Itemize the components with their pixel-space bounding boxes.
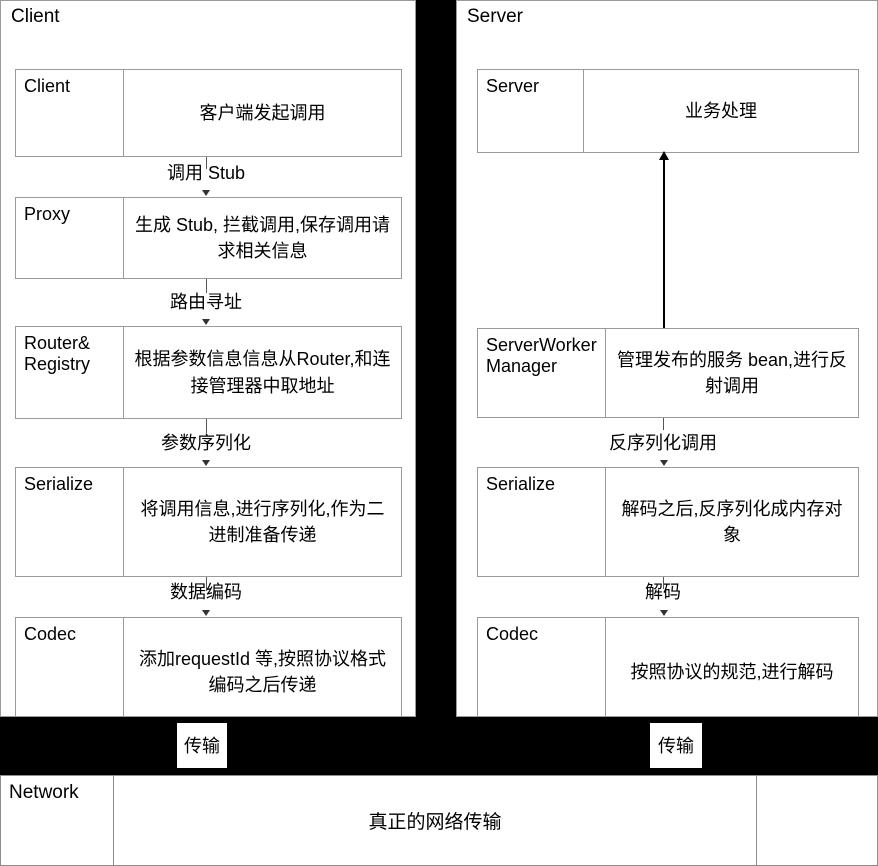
- stage-description: 添加requestId 等,按照协议格式编码之后传递: [138, 648, 387, 695]
- stage-description: 根据参数信息信息从Router,和连接管理器中取地址: [134, 349, 391, 396]
- server-transport-badge: 传输: [650, 723, 702, 768]
- stage-label: Router& Registry: [16, 327, 124, 418]
- network-row: Network 真正的网络传输: [0, 775, 878, 866]
- stage-label: Proxy: [16, 198, 124, 278]
- stage-description: 客户端发起调用: [199, 102, 326, 123]
- server-panel-title: Server: [467, 6, 523, 27]
- connector-line: [206, 577, 207, 591]
- client-stage-proxy: Proxy 生成 Stub, 拦截调用,保存调用请求相关信息: [15, 197, 402, 279]
- client-stage-codec: Codec 添加requestId 等,按照协议格式编码之后传递: [15, 617, 402, 716]
- connector-line: [663, 418, 664, 430]
- stage-label: Client: [16, 70, 124, 156]
- stage-label-line1: Router& Registry: [24, 333, 91, 374]
- stage-description: 按照协议的规范,进行解码: [630, 661, 834, 682]
- client-stage-serialize: Serialize 将调用信息,进行序列化,作为二进制准备传递: [15, 467, 402, 577]
- arrow-down-icon: [202, 610, 210, 616]
- connector-label: 解码: [645, 582, 681, 602]
- client-stage-client: Client 客户端发起调用: [15, 69, 402, 157]
- server-stage-codec: Codec 按照协议的规范,进行解码: [477, 617, 859, 716]
- client-panel: Client Client 客户端发起调用 调用 Stub Proxy 生成 S…: [0, 0, 416, 717]
- arrow-down-icon: [660, 610, 668, 616]
- connector-line: [206, 419, 207, 433]
- client-panel-title: Client: [11, 6, 60, 27]
- connector-line: [206, 157, 207, 169]
- stage-description: 业务处理: [685, 100, 757, 121]
- connector-line: [206, 279, 207, 293]
- stage-label: Codec: [16, 618, 124, 716]
- server-panel: Server Server 业务处理 ServerWorkerManager 管…: [456, 0, 878, 717]
- arrow-down-icon: [660, 460, 668, 466]
- connector-label: 调用 Stub: [166, 163, 246, 183]
- server-stage-server: Server 业务处理: [477, 69, 859, 153]
- arrow-down-icon: [202, 190, 210, 196]
- stage-label: Codec: [478, 618, 606, 716]
- server-stage-worker-manager: ServerWorkerManager 管理发布的服务 bean,进行反射调用: [477, 328, 859, 418]
- stage-label: Server: [478, 70, 584, 152]
- server-stage-serialize: Serialize 解码之后,反序列化成内存对象: [477, 467, 859, 577]
- stage-description: 管理发布的服务 bean,进行反射调用: [616, 349, 848, 396]
- connector-label: 参数序列化: [161, 433, 251, 453]
- stage-description: 解码之后,反序列化成内存对象: [621, 498, 843, 545]
- network-label: Network: [1, 776, 114, 865]
- connector-label: 数据编码: [170, 582, 242, 602]
- stage-label: ServerWorkerManager: [478, 329, 606, 417]
- network-content: 真正的网络传输: [114, 776, 757, 865]
- connector-label: 反序列化调用: [609, 433, 717, 453]
- stage-description: 将调用信息,进行序列化,作为二进制准备传递: [140, 498, 385, 545]
- client-transport-badge: 传输: [177, 723, 227, 768]
- arrow-down-icon: [202, 319, 210, 325]
- stage-description: 生成 Stub, 拦截调用,保存调用请求相关信息: [134, 214, 391, 261]
- arrow-up-icon: [659, 151, 669, 160]
- stage-label: Serialize: [16, 468, 124, 576]
- connector-line: [663, 577, 664, 589]
- server-callback-arrow-line: [663, 158, 665, 328]
- stage-label: Serialize: [478, 468, 606, 576]
- arrow-down-icon: [202, 460, 210, 466]
- connector-label: 路由寻址: [170, 292, 242, 312]
- client-stage-router-registry: Router& Registry 根据参数信息信息从Router,和连接管理器中…: [15, 326, 402, 419]
- network-empty-cell: [757, 776, 877, 865]
